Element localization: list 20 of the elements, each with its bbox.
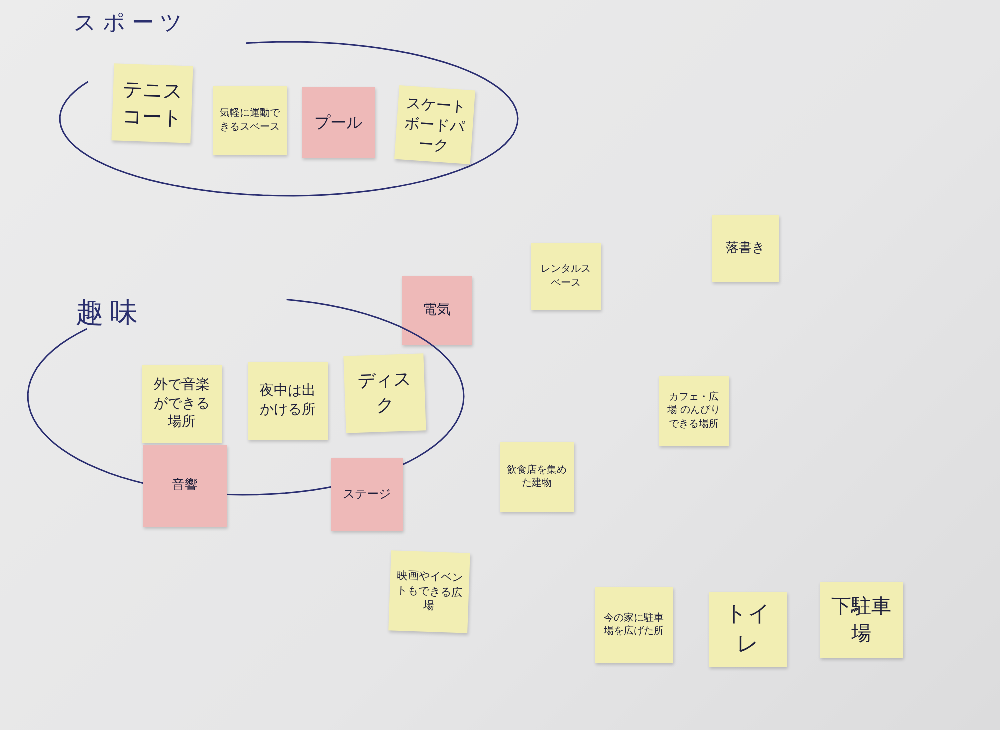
sticky-note: 外で音楽ができる場所 xyxy=(142,365,222,443)
sticky-note: 映画やイベントもできる広場 xyxy=(388,550,470,634)
sticky-note: テニスコート xyxy=(112,64,194,144)
sticky-note: 音響 xyxy=(143,445,227,527)
sticky-note: スケートボードパーク xyxy=(394,85,476,165)
sticky-note: トイレ xyxy=(709,592,787,667)
sticky-note: カフェ・広場 のんびりできる場所 xyxy=(659,376,729,446)
sticky-note: 気軽に運動できるスペース xyxy=(213,86,287,155)
sticky-note: レンタルスペース xyxy=(531,243,601,310)
sticky-note: 夜中は出かける所 xyxy=(248,362,328,440)
sticky-note: ディスク xyxy=(344,354,426,434)
sticky-note: 飲食店を集めた建物 xyxy=(500,442,574,512)
sticky-note: 下駐車場 xyxy=(820,582,903,658)
sticky-note: 落書き xyxy=(712,215,779,282)
group-heading: スポーツ xyxy=(74,10,189,38)
sticky-note: ステージ xyxy=(331,458,403,531)
sticky-note: 電気 xyxy=(402,276,472,345)
group-heading: 趣味 xyxy=(76,295,144,331)
sticky-note: 今の家に駐車場を広げた所 xyxy=(595,587,673,663)
sticky-note: プール xyxy=(302,87,375,158)
